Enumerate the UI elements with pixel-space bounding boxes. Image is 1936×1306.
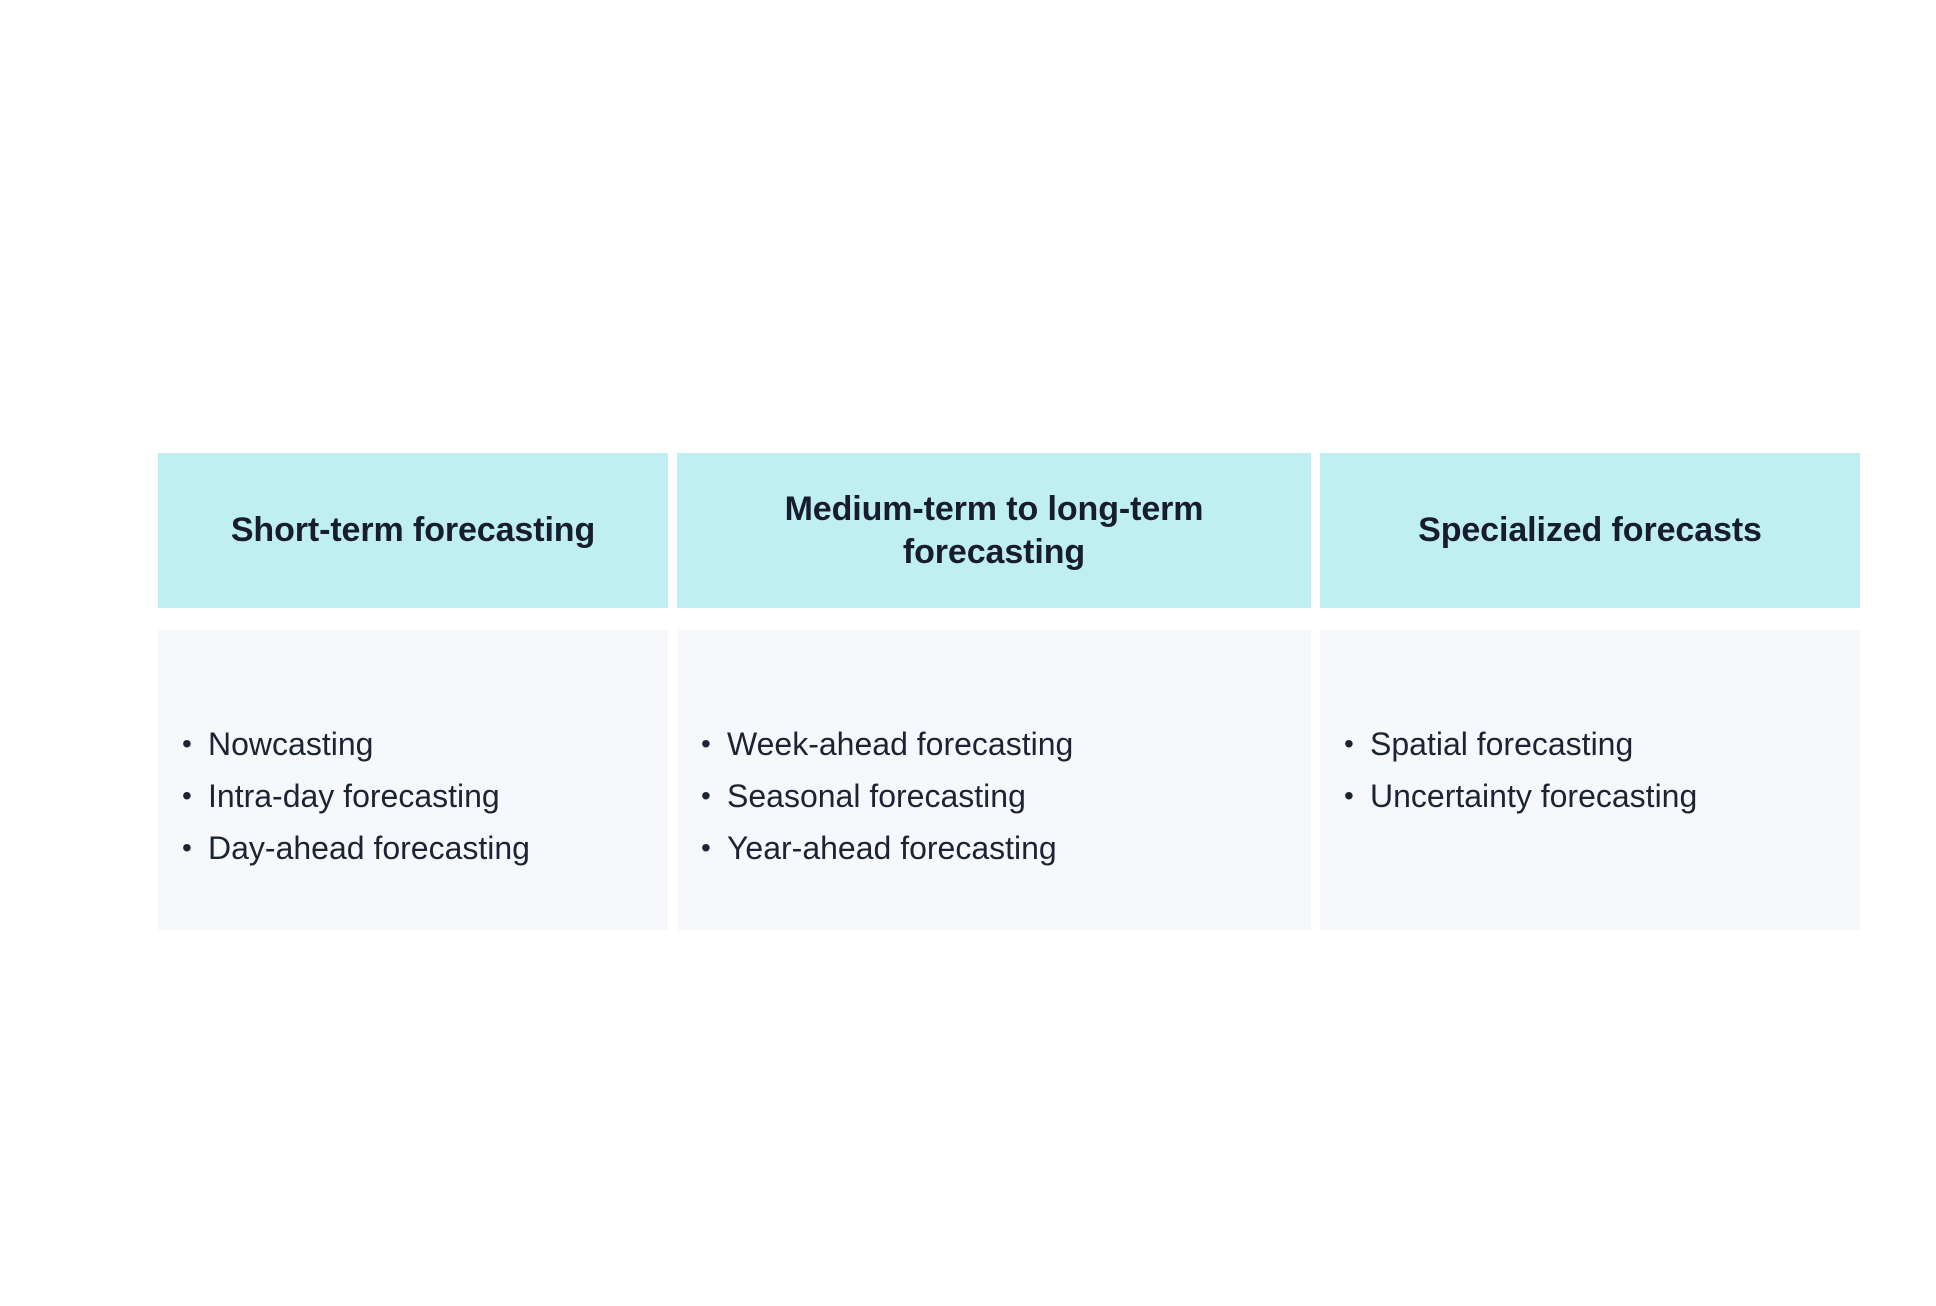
bullet-dot-icon: •	[182, 831, 192, 863]
list-item: • Week-ahead forecasting	[701, 726, 1281, 764]
body-cell-medium-to-long-term: • Week-ahead forecasting • Seasonal fore…	[677, 630, 1311, 930]
header-cell-short-term: Short-term forecasting	[158, 453, 668, 608]
list-item: • Uncertainty forecasting	[1344, 778, 1830, 816]
list-item: • Nowcasting	[182, 726, 638, 764]
list-item-label: Year-ahead forecasting	[727, 829, 1057, 866]
list-item-label: Week-ahead forecasting	[727, 726, 1074, 762]
header-title-specialized: Specialized forecasts	[1418, 511, 1762, 550]
bullet-dot-icon: •	[701, 779, 711, 811]
bullet-list-short-term: • Nowcasting • Intra-day forecasting • D…	[158, 726, 668, 867]
column-gutter-2	[1311, 453, 1320, 608]
header-cell-medium-to-long-term: Medium-term to long-term forecasting	[677, 453, 1311, 608]
list-item: • Intra-day forecasting	[182, 778, 638, 816]
list-item-label: Seasonal forecasting	[727, 777, 1026, 814]
bullet-dot-icon: •	[1344, 779, 1354, 811]
bullet-dot-icon: •	[182, 779, 192, 811]
bullet-list-specialized: • Spatial forecasting • Uncertainty fore…	[1320, 726, 1860, 816]
table-body-row: • Nowcasting • Intra-day forecasting • D…	[158, 630, 1860, 930]
list-item-label: Spatial forecasting	[1370, 726, 1634, 762]
body-cell-specialized: • Spatial forecasting • Uncertainty fore…	[1320, 630, 1860, 930]
list-item: • Spatial forecasting	[1344, 726, 1830, 764]
body-cell-short-term: • Nowcasting • Intra-day forecasting • D…	[158, 630, 668, 930]
bullet-dot-icon: •	[701, 728, 711, 759]
table-header-row: Short-term forecasting Medium-term to lo…	[158, 453, 1860, 608]
list-item-label: Uncertainty forecasting	[1370, 777, 1698, 814]
header-title-medium-to-long-term: Medium-term to long-term forecasting	[784, 490, 1204, 571]
header-cell-specialized: Specialized forecasts	[1320, 453, 1860, 608]
bullet-dot-icon: •	[182, 728, 192, 759]
column-gutter-2	[1311, 630, 1320, 930]
bullet-list-medium-to-long-term: • Week-ahead forecasting • Seasonal fore…	[677, 726, 1311, 867]
list-item-label: Nowcasting	[208, 726, 374, 762]
forecasting-categories-table: Short-term forecasting Medium-term to lo…	[158, 453, 1860, 930]
column-gutter-1	[668, 453, 677, 608]
list-item-label: Day-ahead forecasting	[208, 829, 530, 866]
list-item: • Seasonal forecasting	[701, 778, 1281, 816]
column-gutter-1	[668, 630, 677, 930]
header-title-short-term: Short-term forecasting	[230, 511, 596, 550]
bullet-dot-icon: •	[1344, 728, 1354, 759]
list-item-label: Intra-day forecasting	[208, 777, 500, 814]
list-item: • Year-ahead forecasting	[701, 830, 1281, 868]
bullet-dot-icon: •	[701, 831, 711, 863]
list-item: • Day-ahead forecasting	[182, 830, 638, 868]
